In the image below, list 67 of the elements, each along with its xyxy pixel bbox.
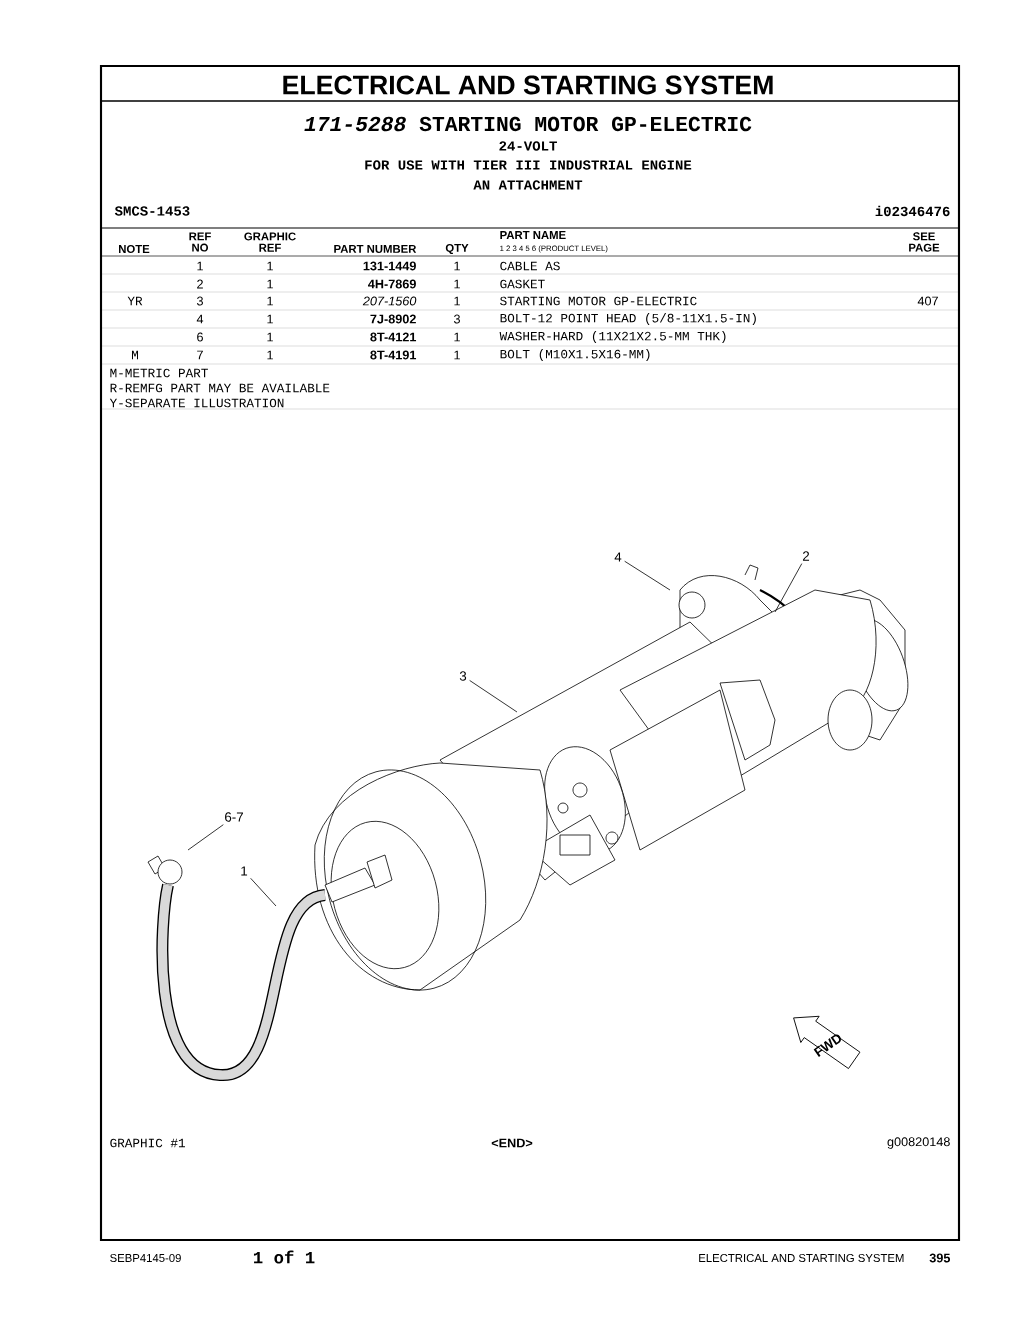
column-header: GRAPHIC REF — [244, 232, 296, 252]
table-cell: 6 — [197, 332, 203, 342]
table-cell: STARTING MOTOR GP-ELECTRIC — [500, 296, 697, 306]
table-cell: 4H-7869 — [368, 279, 416, 289]
subtitle: AN ATTACHMENT — [473, 180, 583, 190]
note-text: Y-SEPARATE ILLUSTRATION — [109, 398, 284, 408]
page-number: 395 — [929, 1253, 951, 1263]
table-cell: 3 — [453, 314, 460, 324]
note-text: R-REMFG PART MAY BE AVAILABLE — [110, 383, 330, 393]
table-cell: 3 — [196, 296, 203, 306]
column-header: NOTE — [119, 245, 150, 253]
table-cell: 1 — [197, 261, 203, 271]
table-cell: 131-1449 — [363, 261, 416, 271]
column-header: PART NAME — [500, 231, 566, 239]
leader-line — [250, 877, 277, 907]
table-cell: 1 — [454, 350, 460, 360]
table-cell: 1 — [454, 261, 460, 271]
subtitle: 24-VOLT — [499, 141, 557, 151]
illustration-code: g00820148 — [887, 1137, 950, 1149]
note-text: M-METRIC PART — [110, 368, 208, 378]
table-cell: BOLT (M10X1.5X16-MM) — [500, 349, 650, 361]
callout-number: 1 — [241, 866, 248, 876]
callout-number: 2 — [802, 551, 810, 561]
table-cell: 207-1560 — [362, 296, 417, 306]
callout-number: 6-7 — [225, 812, 243, 822]
table-cell: 7 — [197, 350, 203, 360]
column-header: QTY — [445, 243, 469, 255]
table-cell: GASKET — [500, 279, 545, 289]
catalog-code: i02346476 — [875, 205, 950, 217]
table-cell: 1 — [454, 279, 460, 289]
leader-line — [774, 563, 803, 613]
table-cell: 8T-4191 — [370, 350, 417, 360]
callout-number: 3 — [459, 671, 467, 681]
table-cell: 407 — [917, 296, 938, 306]
end-marker: <END> — [491, 1138, 533, 1148]
page-title: ELECTRICAL AND STARTING SYSTEM — [283, 75, 773, 95]
table-cell: 1 — [267, 350, 273, 360]
leader-line — [624, 560, 671, 591]
table-cell: CABLE AS — [500, 261, 560, 271]
table-cell: 2 — [197, 279, 203, 289]
catalog-code: SMCS-1453 — [114, 206, 190, 216]
table-cell: 1 — [454, 332, 460, 342]
table-cell: BOLT-12 POINT HEAD (5/8-11X1.5-IN) — [500, 313, 756, 325]
table-cell: M — [132, 350, 138, 360]
leader-line — [187, 824, 224, 851]
subtitle: FOR USE WITH TIER III INDUSTRIAL ENGINE — [365, 160, 692, 170]
footer-text: ELECTRICAL AND STARTING SYSTEM — [699, 1254, 904, 1262]
table-cell: YR — [127, 296, 143, 306]
table-cell: 7J-8902 — [370, 314, 416, 324]
table-cell: 1 — [267, 261, 273, 271]
table-cell: 8T-4121 — [370, 332, 417, 342]
table-cell: 1 — [267, 332, 273, 342]
callout-number: 4 — [614, 552, 622, 562]
table-cell: 1 — [267, 296, 273, 306]
table-cell: 1 — [267, 314, 273, 324]
table-cell: 1 — [267, 279, 273, 289]
column-header: REF NO — [189, 232, 211, 252]
table-cell: 4 — [196, 314, 204, 324]
column-header: PART NUMBER — [334, 245, 417, 253]
leader-line — [469, 680, 518, 713]
table-cell: 1 — [454, 296, 460, 306]
page-count: 1 of 1 — [253, 1250, 315, 1264]
graphic-label: GRAPHIC #1 — [110, 1138, 185, 1148]
table-cell: WASHER-HARD (11X21X2.5-MM THK) — [499, 331, 726, 343]
subtitle: 171-5288 STARTING MOTOR GP-ELECTRIC — [304, 116, 752, 132]
footer-text: SEBP4145-09 — [110, 1254, 181, 1262]
column-header: SEE PAGE — [909, 232, 940, 252]
